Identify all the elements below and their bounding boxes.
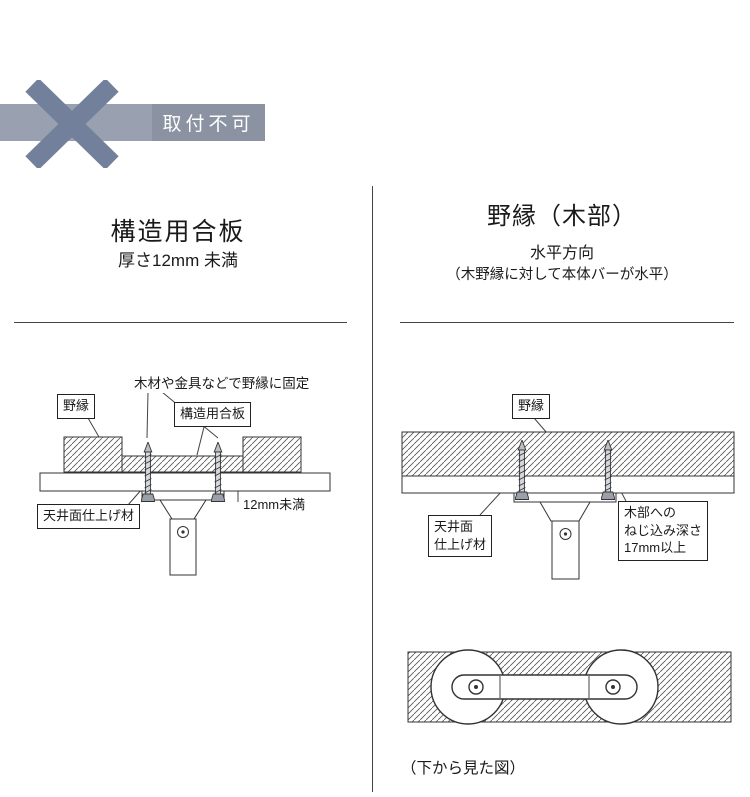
- left-header-rule: [14, 322, 347, 323]
- ceiling-finish-slab: [401, 475, 735, 494]
- wood-joist-band: [401, 431, 735, 477]
- thin-plywood-strip: [121, 455, 244, 473]
- prohibited-label: 取付不可: [162, 114, 255, 135]
- right-column-title: 野縁（木部）: [487, 203, 637, 230]
- left-fixing-caption: 木材や金具などで野縁に固定: [134, 375, 310, 393]
- label-ceiling-finish-right: 天井面 仕上げ材: [428, 515, 493, 558]
- right-column-note: （木野縁に対して本体バーが水平）: [446, 267, 678, 283]
- bottom-view-diagram: [407, 649, 732, 725]
- joist-block-left: [63, 436, 123, 473]
- left-column-subtitle: 厚さ12mm 未満: [118, 251, 238, 270]
- bottom-view-caption: （下から見た図）: [401, 760, 526, 777]
- x-mark-icon: [25, 80, 119, 168]
- right-section-diagram: [401, 417, 735, 580]
- prohibited-label-box: 取付不可: [152, 104, 265, 141]
- joist-block-right: [242, 436, 302, 473]
- left-section-diagram: [39, 391, 331, 576]
- label-plywood: 構造用合板: [174, 402, 252, 427]
- left-column-title: 構造用合板: [110, 218, 246, 246]
- label-joist-left: 野縁: [57, 394, 96, 419]
- ceiling-finish-slab: [39, 472, 331, 492]
- label-thickness: 12mm未満: [243, 497, 306, 514]
- mount-bracket: [513, 492, 617, 580]
- label-joist-right: 野縁: [512, 394, 551, 419]
- label-ceiling-finish-left: 天井面仕上げ材: [37, 504, 141, 529]
- column-divider: [372, 186, 373, 792]
- right-header-rule: [400, 322, 734, 323]
- mount-bracket: [141, 490, 225, 576]
- label-screw-depth: 木部への ねじ込み深さ 17mm以上: [618, 501, 709, 561]
- right-column-subtitle: 水平方向: [529, 245, 594, 262]
- horizontal-bar: [451, 674, 638, 700]
- prohibited-banner-bar: 取付不可: [0, 104, 265, 141]
- screw-head-icon: [468, 679, 621, 695]
